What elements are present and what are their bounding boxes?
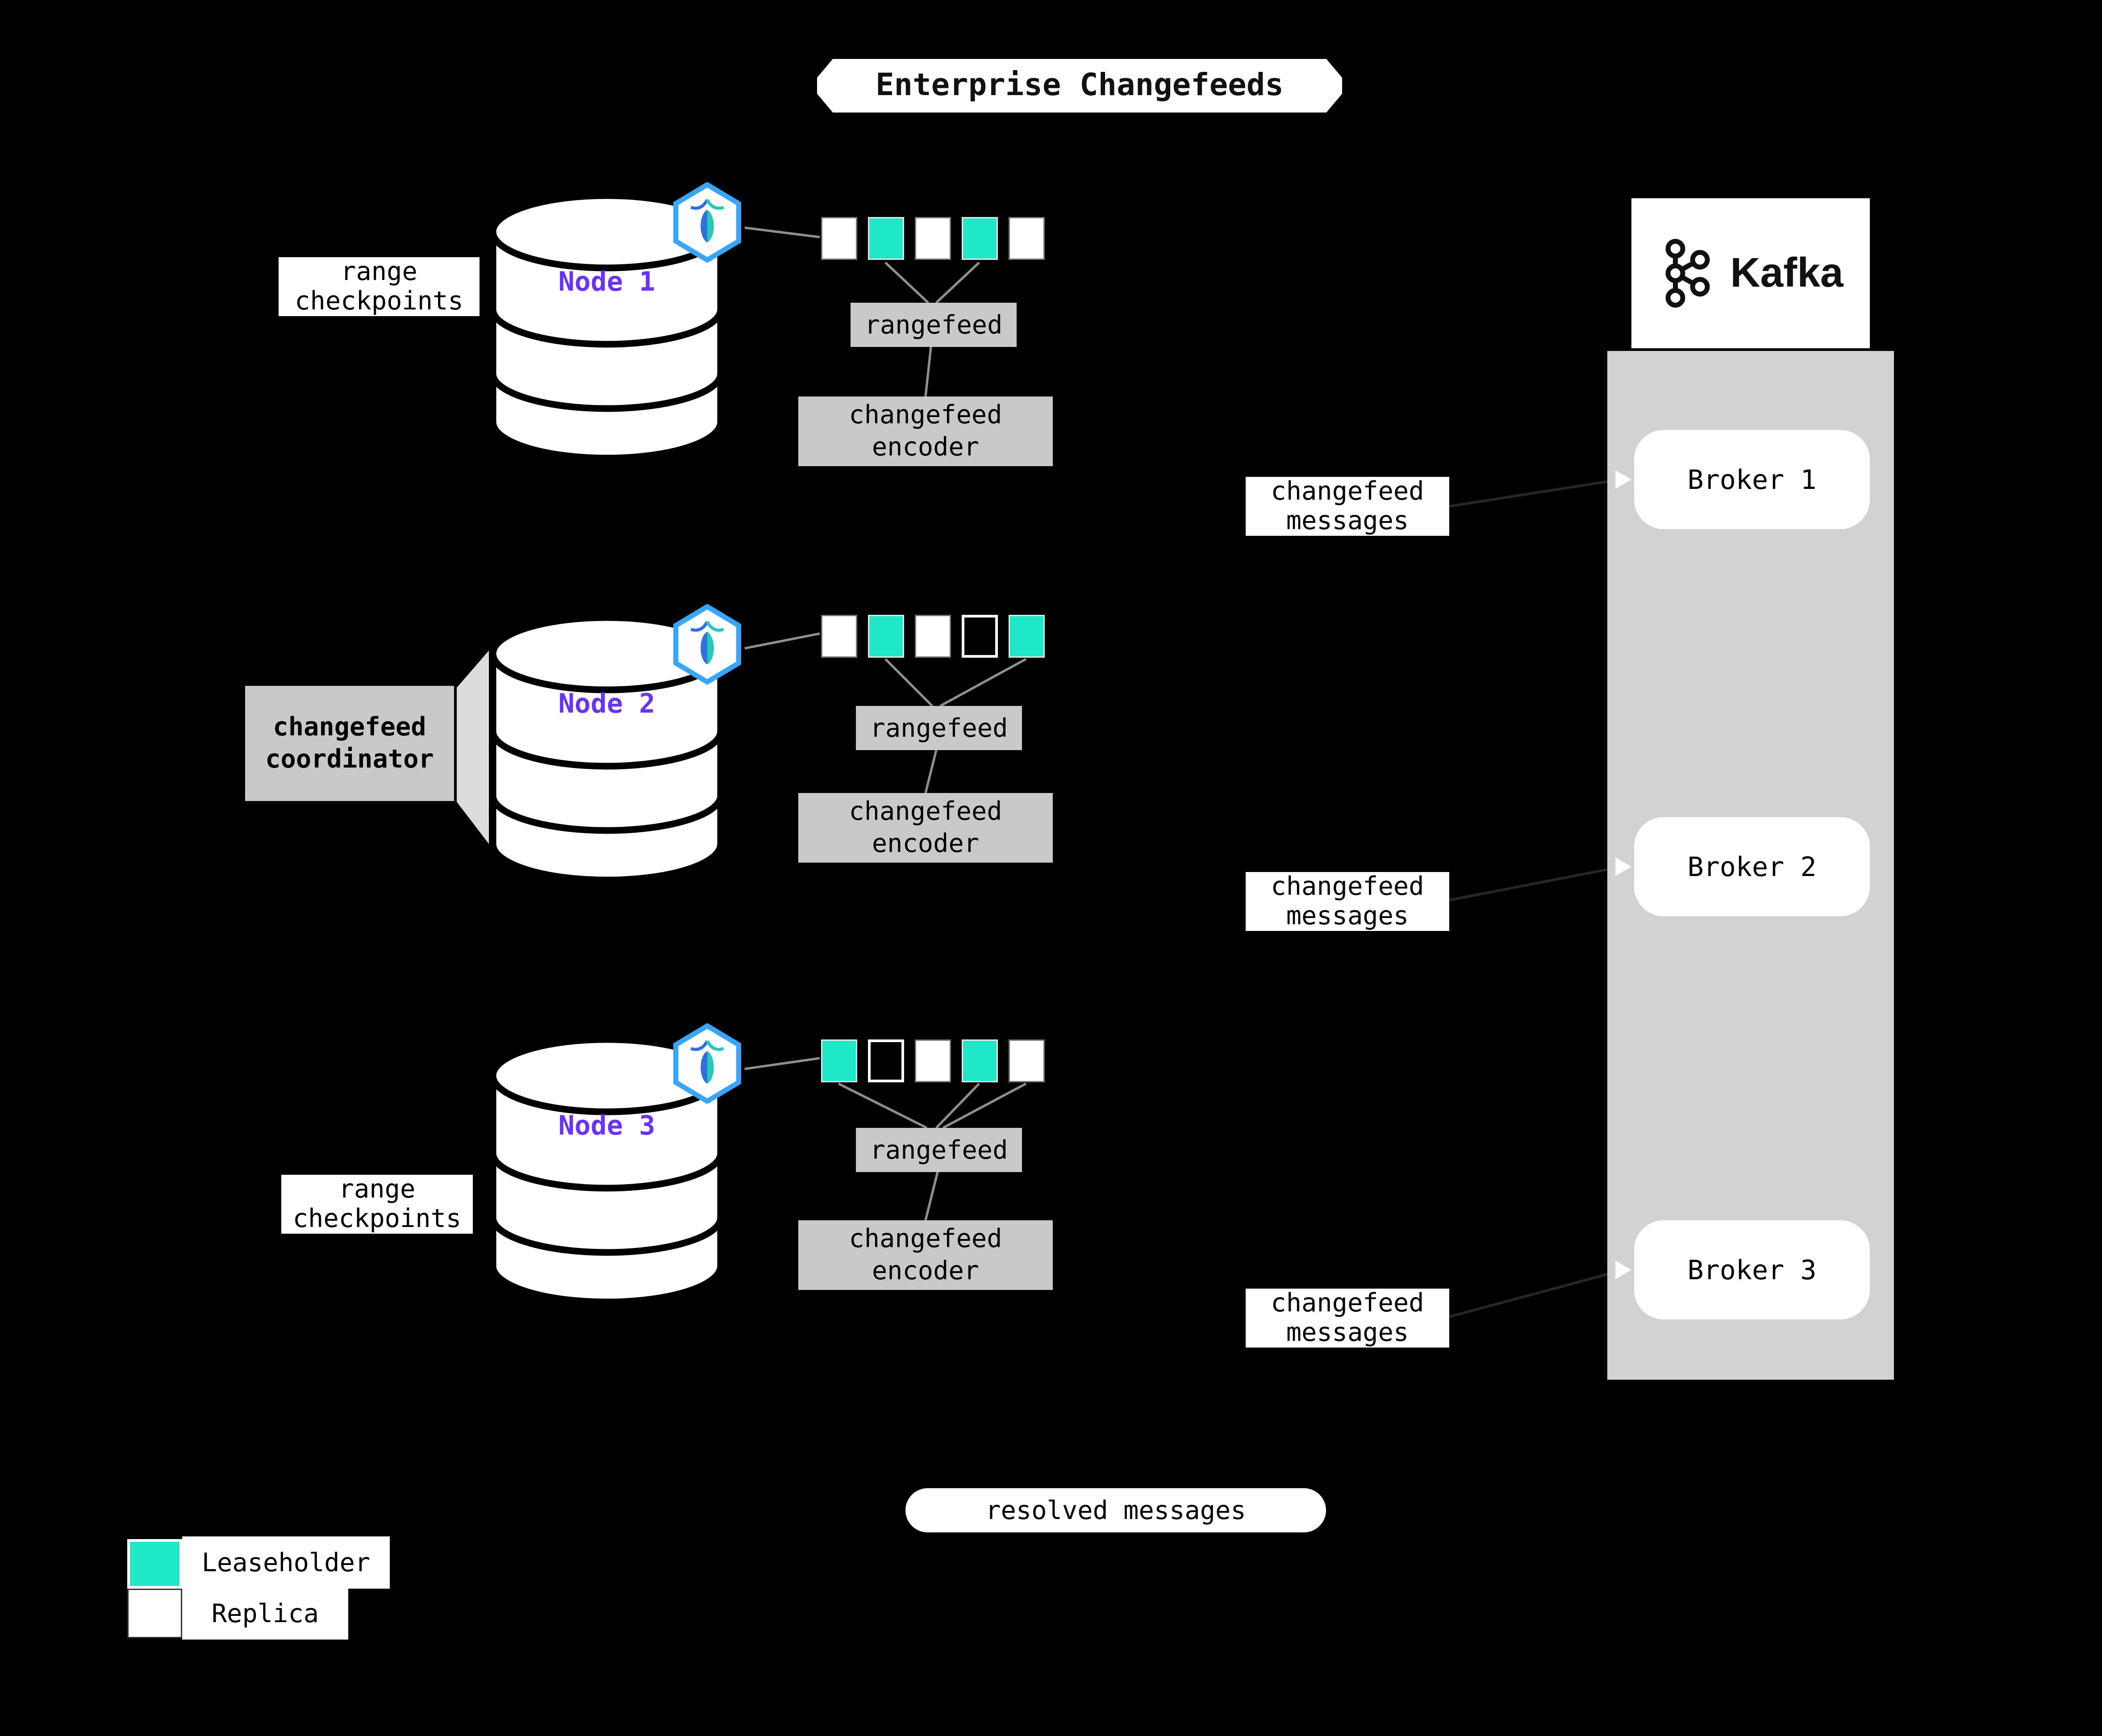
legend-leaseholder-swatch <box>127 1539 182 1589</box>
node-2-replica-square-4 <box>962 615 998 658</box>
node-3-changefeed-messages-label: changefeed messages <box>1246 1289 1449 1348</box>
node-1-rangefeed-label: rangefeed <box>851 303 1017 347</box>
node-1-replica-squares <box>821 217 1045 260</box>
kafka-logo-icon <box>1665 239 1710 308</box>
arrowhead-broker-1-icon <box>1615 470 1631 489</box>
node-1-changefeed-encoder-box: changefeed encoder <box>798 396 1053 466</box>
broker-3: Broker 3 <box>1634 1220 1870 1319</box>
node-3-database-cylinder-icon <box>489 1036 724 1306</box>
kafka-logo-box: Kafka <box>1631 198 1870 348</box>
node-1-database-cylinder-icon <box>489 192 724 462</box>
kafka-brand-text: Kafka <box>1730 249 1843 296</box>
node-3-replica-square-2 <box>868 1039 904 1082</box>
node-1-range-checkpoints-label: range checkpoints <box>279 257 480 316</box>
arrowhead-broker-3-icon <box>1615 1260 1631 1279</box>
broker-3-label: Broker 3 <box>1687 1254 1817 1286</box>
node-3-rangefeed-label: rangefeed <box>856 1128 1022 1172</box>
node-1-label: Node 1 <box>558 265 655 297</box>
broker-1-label: Broker 1 <box>1687 463 1817 496</box>
node-3-replica-square-4 <box>962 1039 998 1082</box>
legend-leaseholder-label: Leaseholder <box>182 1536 390 1589</box>
node-1-replica-square-4 <box>962 217 998 260</box>
node-2-cockroachdb-logo-icon <box>673 604 741 684</box>
legend-replica-swatch <box>127 1589 182 1638</box>
node-2-replica-square-1 <box>821 615 857 658</box>
coordinator-wedge-shape <box>454 643 492 852</box>
changefeed-coordinator-label: changefeed coordinator <box>245 686 454 801</box>
node-3-replica-square-3 <box>915 1039 951 1082</box>
legend-replica-label: Replica <box>182 1589 348 1640</box>
page-title: Enterprise Changefeeds <box>817 59 1342 113</box>
page-title-text: Enterprise Changefeeds <box>876 68 1284 103</box>
node-1-replica-square-1 <box>821 217 857 260</box>
node-1-replica-square-3 <box>915 217 951 260</box>
node-3-replica-square-5 <box>1009 1039 1045 1082</box>
node-1-replica-square-2 <box>868 217 904 260</box>
node-2-replica-square-2 <box>868 615 904 658</box>
broker-2: Broker 2 <box>1634 817 1870 916</box>
node-2-rangefeed-label: rangefeed <box>856 706 1022 750</box>
node-2-changefeed-encoder-box: changefeed encoder <box>798 793 1053 863</box>
node-3-replica-square-1 <box>821 1039 857 1082</box>
arrowhead-broker-2-icon <box>1615 857 1631 876</box>
broker-2-label: Broker 2 <box>1687 851 1817 883</box>
broker-1: Broker 1 <box>1634 430 1870 529</box>
node-2-changefeed-messages-label: changefeed messages <box>1246 872 1449 931</box>
node-2-label: Node 2 <box>558 687 655 719</box>
resolved-messages-text: resolved messages <box>985 1495 1246 1525</box>
node-1-replica-square-5 <box>1009 217 1045 260</box>
node-3-range-checkpoints-label: range checkpoints <box>281 1175 473 1234</box>
node-1-cockroachdb-logo-icon <box>673 182 741 263</box>
node-3-label: Node 3 <box>558 1109 655 1141</box>
node-1-changefeed-messages-label: changefeed messages <box>1246 477 1449 536</box>
node-2-replica-squares <box>821 615 1045 658</box>
node-3-replica-squares <box>821 1039 1045 1082</box>
node-2-replica-square-5 <box>1009 615 1045 658</box>
node-2-replica-square-3 <box>915 615 951 658</box>
node-3-changefeed-encoder-box: changefeed encoder <box>798 1220 1053 1290</box>
node-3-cockroachdb-logo-icon <box>673 1023 741 1104</box>
resolved-messages-pill: resolved messages <box>905 1488 1326 1532</box>
